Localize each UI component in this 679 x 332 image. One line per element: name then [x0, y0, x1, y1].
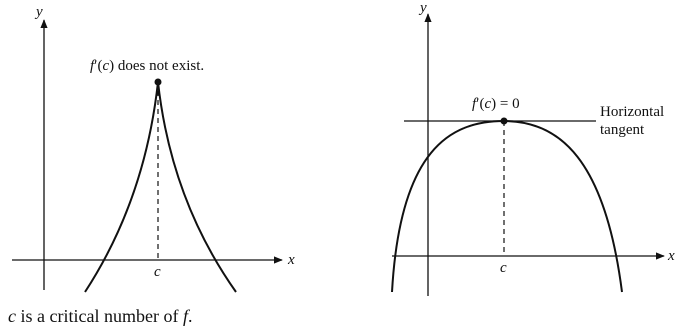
left-annotation: f′(c) does not exist.	[90, 58, 204, 74]
right-y-axis-label: y	[418, 0, 427, 16]
left-x-axis-label: x	[287, 252, 295, 268]
left-tick-label-c: c	[154, 264, 161, 280]
caption-variable: c	[8, 306, 16, 326]
caption-function: f	[182, 306, 188, 326]
figure-caption: c is a critical number of f.	[8, 306, 192, 327]
right-max-point	[500, 117, 508, 125]
tangent-label-line1: Horizontal	[600, 104, 664, 120]
left-cusp-point	[154, 78, 162, 86]
right-x-axis-label: x	[667, 248, 675, 264]
left-graph: x y c f′(c) does not exist.	[12, 4, 295, 293]
tangent-label-line2: tangent	[600, 122, 645, 138]
right-graph: x y c f′(c) = 0 Horizontal tangent	[391, 0, 675, 296]
right-maximum-curve	[391, 119, 623, 293]
caption-period: .	[187, 306, 193, 326]
right-annotation: f′(c) = 0	[472, 96, 520, 112]
left-y-axis-label: y	[34, 4, 43, 20]
caption-text: is a critical number of	[16, 306, 183, 326]
right-tick-label-c: c	[500, 260, 507, 276]
